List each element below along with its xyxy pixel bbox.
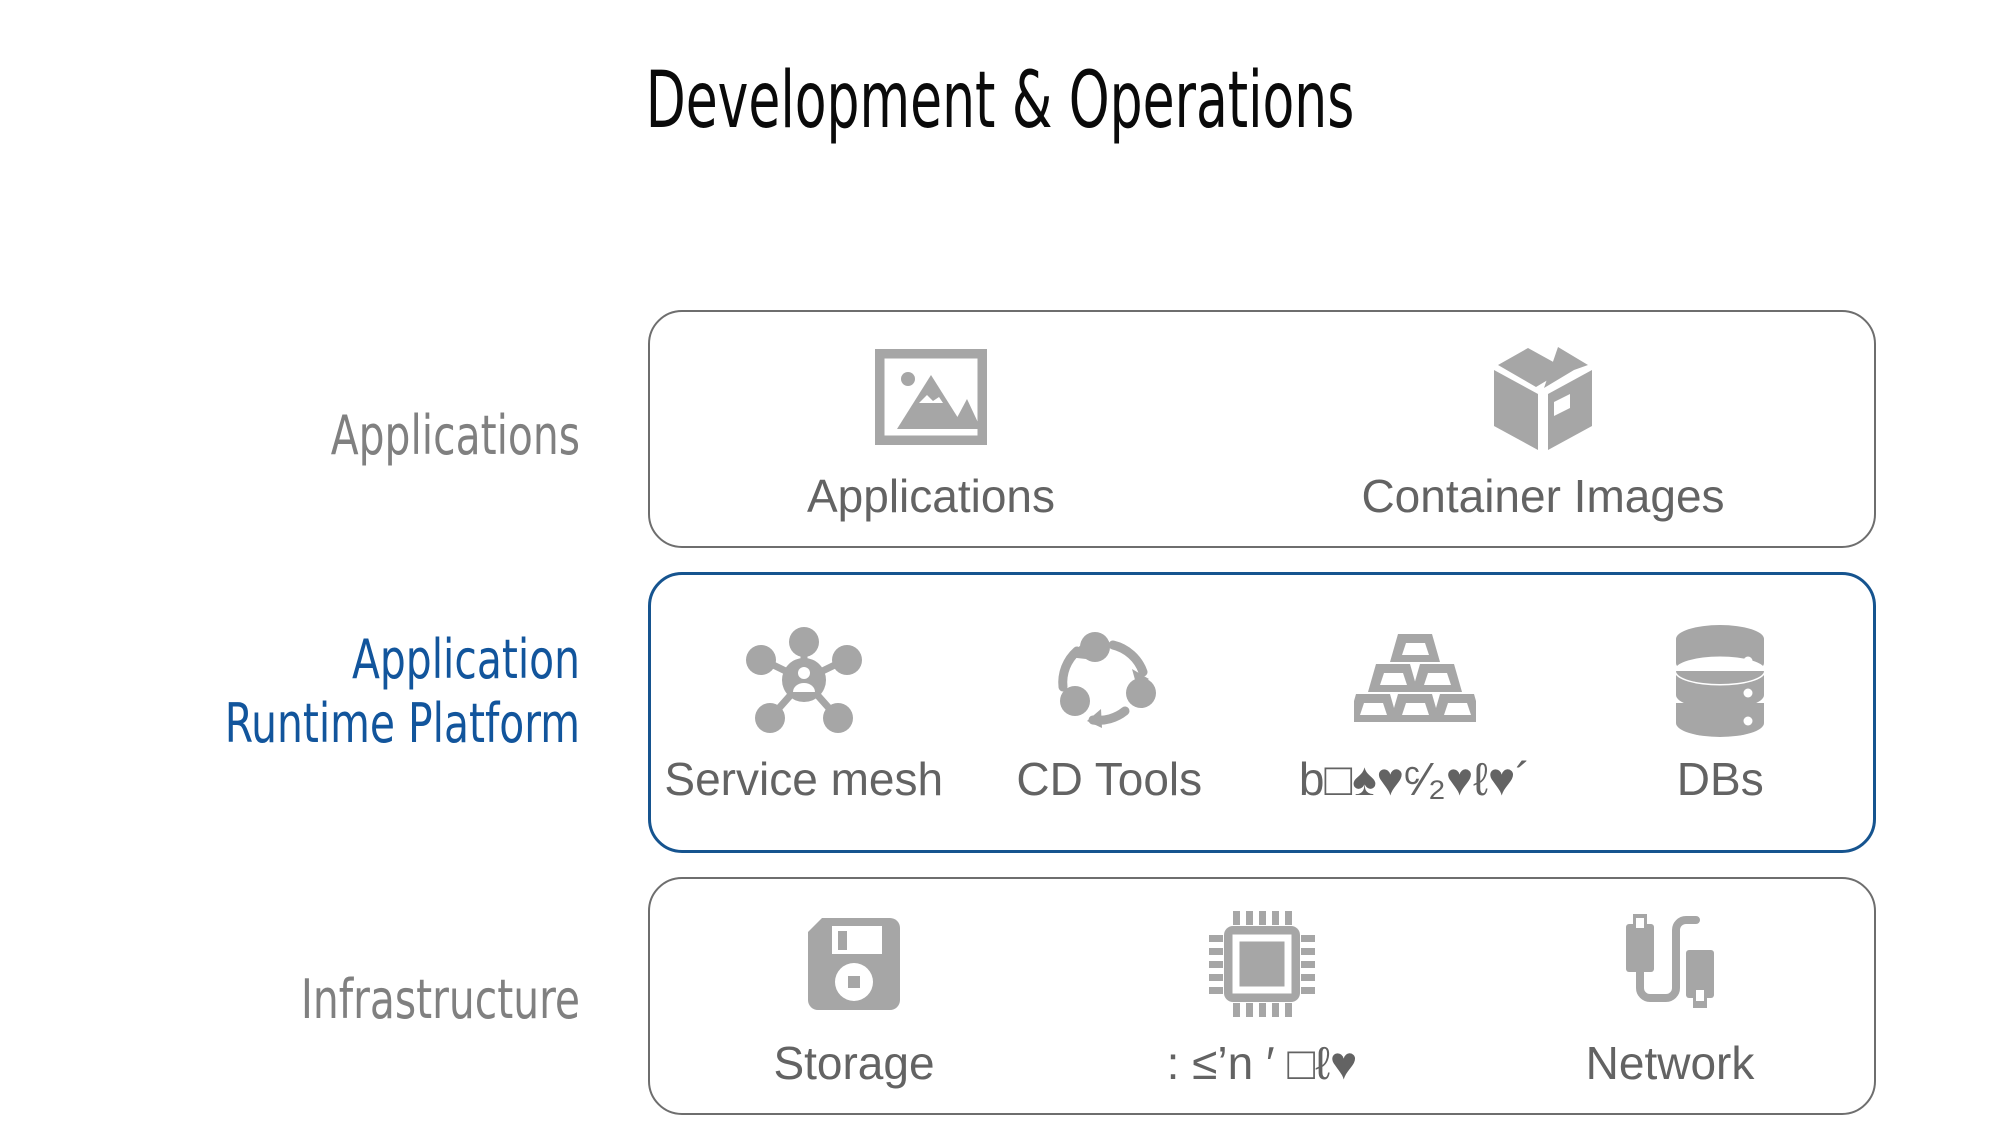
side-label-application-runtime-platform: Application Runtime Platform — [224, 628, 580, 755]
tile-label: Container Images — [1361, 469, 1725, 522]
floppy-disk-icon — [802, 905, 906, 1023]
tile-network[interactable]: Network — [1520, 905, 1820, 1087]
side-label-infrastructure: Infrastructure — [300, 968, 580, 1031]
stacked-blocks-pyramid-icon — [1353, 621, 1476, 739]
usb-cable-network-icon — [1614, 905, 1726, 1023]
tile-service-mesh[interactable]: Service mesh — [664, 621, 943, 804]
tile-label: CD Tools — [1016, 753, 1203, 806]
tile-dbs[interactable]: DBs — [1605, 621, 1835, 806]
band-applications: Applications Container Images — [648, 310, 1876, 548]
band-infrastructure: Storage — [648, 877, 1876, 1115]
tile-label: DBs — [1676, 753, 1764, 806]
tile-label: Network — [1585, 1036, 1755, 1089]
tile-applications[interactable]: Applications — [766, 338, 1096, 520]
tile-label: Storage — [773, 1036, 935, 1089]
tile-label: b□♠♥ᶜ⁄₂♥ℓ♥´ — [1298, 753, 1531, 806]
tile-compute[interactable]: : ≤’n ′ □ℓ♥ — [1112, 905, 1412, 1087]
tile-label: : ≤’n ′ □ℓ♥ — [1166, 1036, 1358, 1089]
side-label-applications: Applications — [330, 404, 580, 467]
tile-label: Service mesh — [664, 753, 944, 806]
band-application-runtime-platform: Service mesh CD Tools — [648, 572, 1876, 853]
database-cylinder-icon — [1670, 621, 1770, 739]
package-box-icon — [1488, 338, 1598, 456]
page-title: Development & Operations — [645, 56, 1355, 146]
picture-icon — [875, 338, 987, 456]
continuous-delivery-cycle-icon — [1053, 621, 1165, 739]
cpu-chip-icon — [1207, 905, 1317, 1023]
tile-stacked-blocks[interactable]: b□♠♥ᶜ⁄₂♥ℓ♥´ — [1298, 621, 1531, 806]
tile-container-images[interactable]: Container Images — [1328, 338, 1758, 520]
tile-label: Applications — [806, 469, 1056, 522]
service-mesh-hub-icon — [745, 621, 863, 739]
tile-storage[interactable]: Storage — [704, 905, 1004, 1087]
tile-cd-tools[interactable]: CD Tools — [994, 621, 1224, 806]
